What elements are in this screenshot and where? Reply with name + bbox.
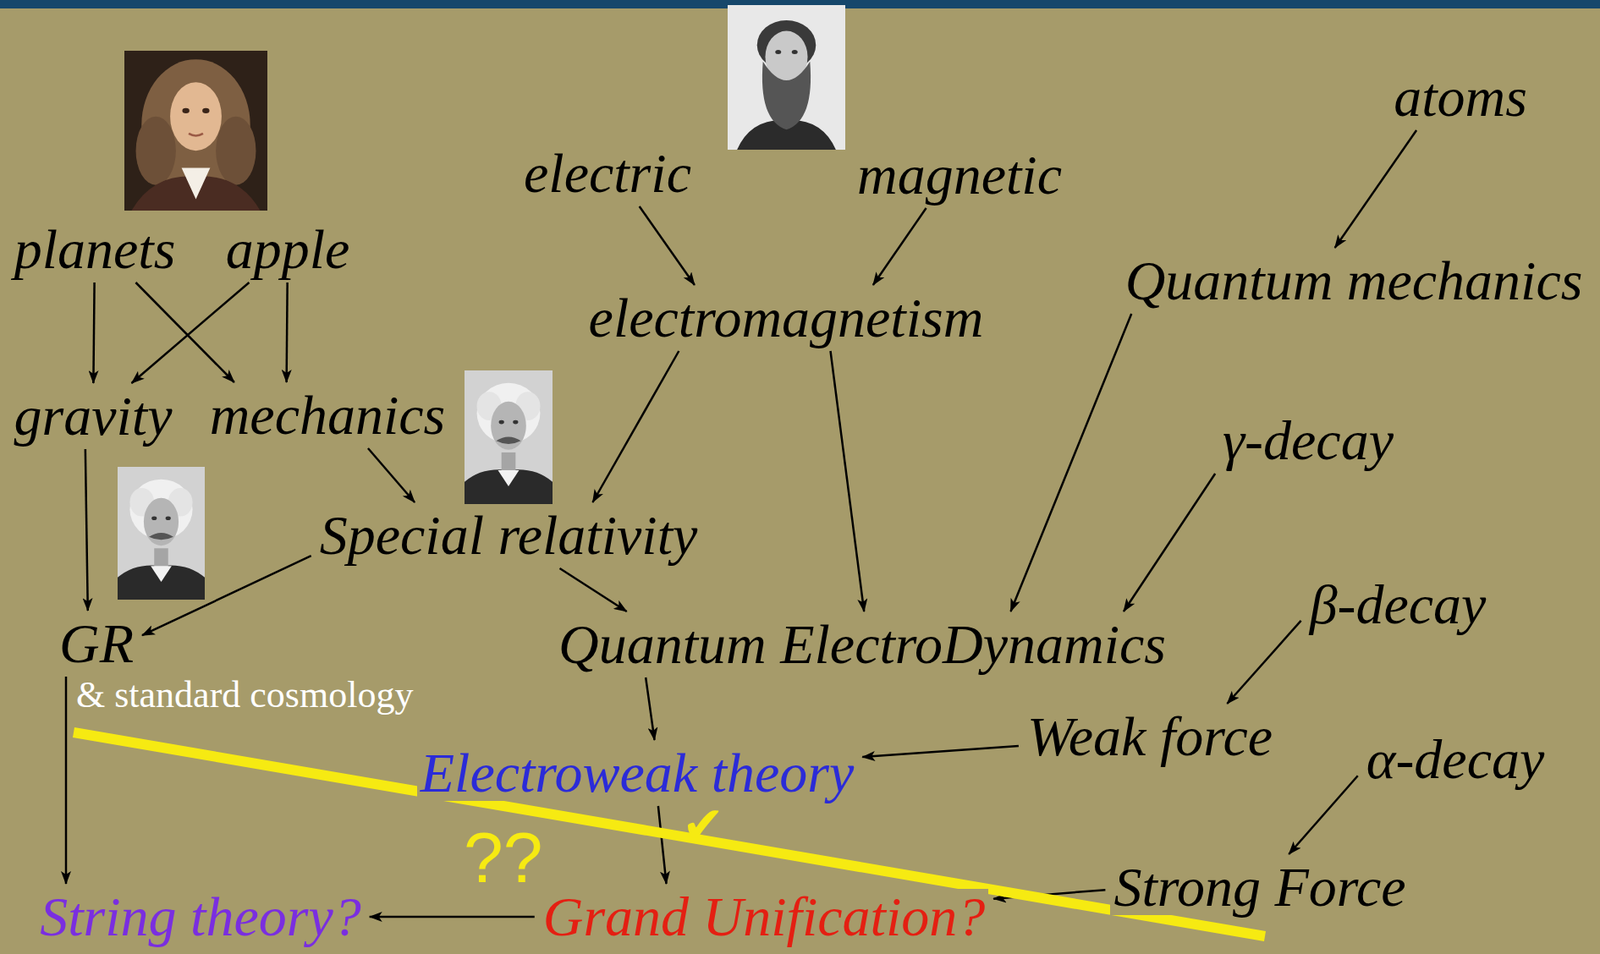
concept-label: Special relativity xyxy=(316,507,702,564)
concept-node: electromagnetism xyxy=(585,290,988,347)
arrow xyxy=(286,282,288,383)
concept-label: Weak force xyxy=(1023,709,1276,765)
concept-label: Quantum mechanics xyxy=(1121,252,1587,309)
concept-node: Quantum ElectroDynamics xyxy=(555,616,1170,673)
concept-node: atoms xyxy=(1390,69,1531,126)
arrow xyxy=(369,916,535,919)
arrow xyxy=(368,448,415,503)
concept-label: Strong Force xyxy=(1110,859,1409,916)
arrow xyxy=(1011,313,1133,612)
concept-label: gravity xyxy=(10,388,176,445)
portrait xyxy=(727,5,846,150)
question-mark: ?? xyxy=(463,822,543,894)
concept-node: Electroweak theory xyxy=(417,745,858,802)
concept-label: β-decay xyxy=(1306,577,1491,633)
concept-node: apple xyxy=(222,221,354,278)
concept-node: Weak force xyxy=(1023,709,1276,765)
arrow xyxy=(862,746,1019,758)
concept-node: α-decay xyxy=(1363,731,1549,788)
concept-node: β-decay xyxy=(1306,577,1491,633)
arrow xyxy=(85,449,88,611)
arrow xyxy=(658,806,667,885)
concept-node: Strong Force xyxy=(1110,859,1409,916)
concept-label: Quantum ElectroDynamics xyxy=(555,616,1170,673)
concept-node: γ-decay xyxy=(1219,412,1397,469)
concept-label: planets xyxy=(10,221,180,278)
concept-label: GR xyxy=(55,615,138,672)
arrow xyxy=(1123,473,1216,612)
arrow xyxy=(131,282,250,384)
concept-label: mechanics xyxy=(206,387,450,444)
concept-label: α-decay xyxy=(1363,731,1549,788)
concept-label: atoms xyxy=(1390,69,1531,126)
concept-label: γ-decay xyxy=(1219,412,1397,469)
arrow xyxy=(1288,775,1358,855)
concept-node: magnetic xyxy=(853,147,1066,204)
concept-node: String theory? xyxy=(36,889,364,946)
concept-node: GR& standard cosmology xyxy=(55,615,417,716)
arrow xyxy=(1226,621,1301,704)
concept-label: electromagnetism xyxy=(585,290,988,347)
concept-node: Special relativity xyxy=(316,507,702,564)
concept-node: gravity xyxy=(10,388,176,445)
portrait xyxy=(117,467,205,600)
arrow xyxy=(560,568,627,612)
concept-node: planets xyxy=(10,221,180,278)
concept-label: electric xyxy=(520,145,695,202)
portrait xyxy=(464,370,553,505)
arrow xyxy=(1335,130,1417,248)
arrow xyxy=(645,677,655,741)
concept-label: apple xyxy=(222,221,354,278)
concept-node: Grand Unification? xyxy=(539,889,990,946)
portrait xyxy=(124,50,268,211)
concept-node: mechanics xyxy=(206,387,450,444)
arrow xyxy=(592,351,679,503)
arrow xyxy=(873,208,927,286)
arrow xyxy=(830,351,865,612)
concept-label: Electroweak theory xyxy=(417,745,858,802)
concept-note: & standard cosmology xyxy=(72,675,417,716)
arrow xyxy=(639,206,695,286)
concept-label: magnetic xyxy=(853,147,1066,204)
concept-node: Quantum mechanics xyxy=(1121,252,1587,309)
concept-node: electric xyxy=(520,145,695,202)
concept-label: Grand Unification? xyxy=(539,889,990,946)
concept-label: String theory? xyxy=(36,889,364,946)
arrow xyxy=(93,282,94,384)
arrow xyxy=(65,676,68,885)
check-mark: ✔ xyxy=(681,799,725,851)
